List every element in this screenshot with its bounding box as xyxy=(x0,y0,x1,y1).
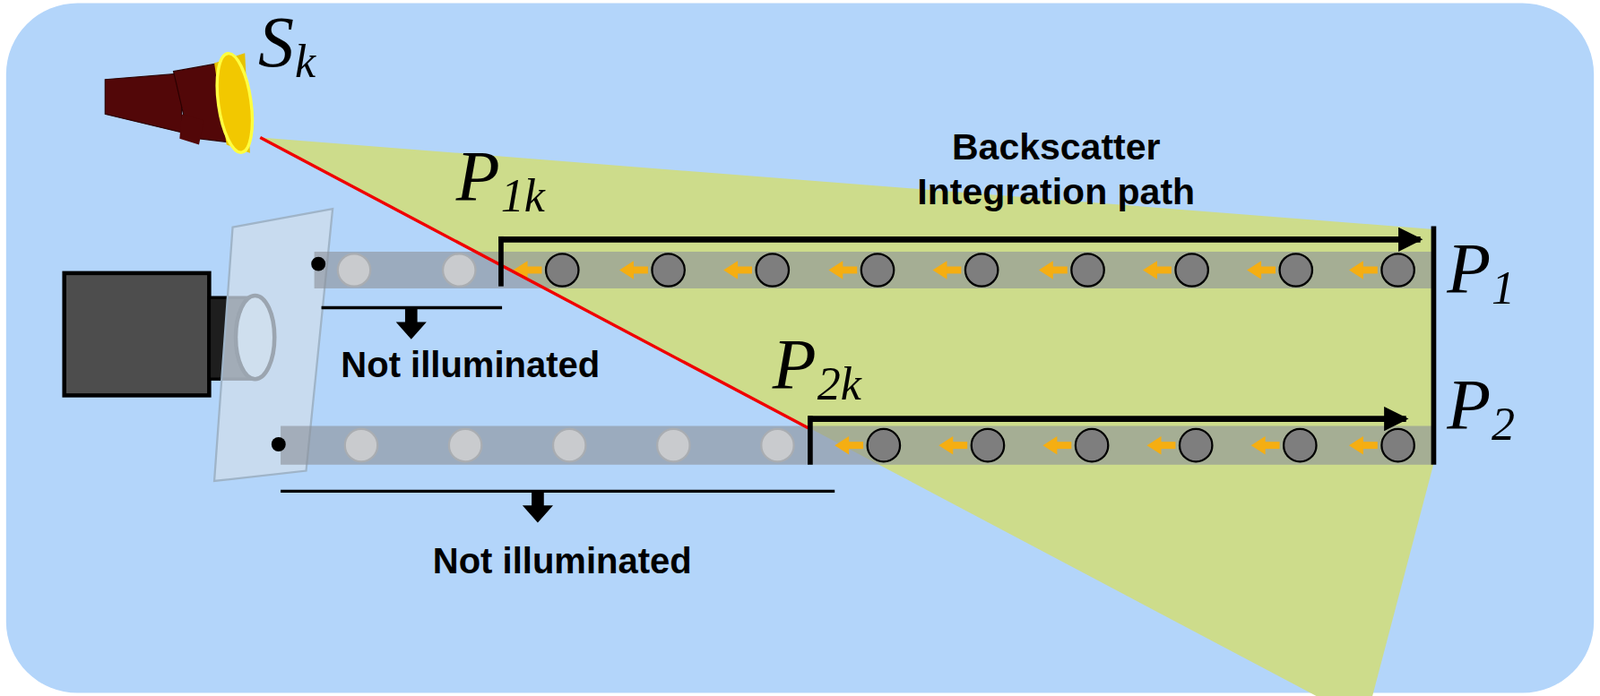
path-title: Backscatter Integration path xyxy=(863,124,1249,215)
backscatter-arrowhead xyxy=(938,436,953,455)
backscatter-arrowhead xyxy=(1038,260,1054,279)
point-label: P xyxy=(1446,369,1491,442)
backscatter-arrowhead xyxy=(1246,260,1262,279)
source-label: S xyxy=(258,6,295,78)
particle xyxy=(657,429,690,462)
shadow-boundary xyxy=(259,138,808,429)
shape-line xyxy=(807,415,813,466)
shape-ellipse xyxy=(211,51,259,155)
backscatter-arrowhead xyxy=(1042,436,1057,455)
rays xyxy=(271,251,1432,466)
particle xyxy=(761,429,794,462)
particle xyxy=(449,429,482,462)
particle xyxy=(345,429,378,462)
point-label-subscript: 2k xyxy=(817,361,862,408)
shape-polygon xyxy=(396,308,427,340)
backscatter-arrowhead xyxy=(1142,260,1158,279)
backscatter-arrowhead xyxy=(828,260,843,279)
particle xyxy=(1179,429,1212,462)
shape-polygon xyxy=(179,113,204,145)
source-label-subscript: k xyxy=(294,38,316,86)
shape-line xyxy=(1431,226,1437,466)
point-label: P xyxy=(1446,233,1491,305)
particle xyxy=(1280,253,1313,286)
shape-rect xyxy=(314,251,1433,289)
shape-rect xyxy=(280,426,1432,466)
shape-line xyxy=(498,236,504,287)
backscatter-arrowhead xyxy=(619,260,634,279)
particle xyxy=(553,429,586,462)
region-note: Not illuminated xyxy=(340,346,600,383)
particle xyxy=(651,253,684,286)
point-label: P xyxy=(456,140,501,213)
particle xyxy=(861,253,894,286)
point-label: P xyxy=(772,328,817,401)
backscatter-arrowhead xyxy=(1349,260,1364,279)
particle xyxy=(1381,429,1414,462)
shape-polygon xyxy=(104,73,182,133)
particle xyxy=(1381,253,1414,286)
particle xyxy=(337,253,371,286)
particle xyxy=(545,253,579,286)
particle xyxy=(867,429,900,462)
integration-paths xyxy=(499,226,1435,466)
backscatter-arrowhead xyxy=(1349,436,1364,455)
unlit-brackets xyxy=(280,308,835,524)
shape-line xyxy=(499,236,1421,243)
backscatter-arrowhead xyxy=(834,436,849,455)
backscatter-arrowhead xyxy=(723,260,738,279)
shape-line xyxy=(280,490,835,493)
region-note: Not illuminated xyxy=(432,543,692,580)
particle xyxy=(756,253,789,286)
particle xyxy=(1283,429,1316,462)
light-source xyxy=(104,51,258,155)
particle xyxy=(1075,429,1108,462)
particle xyxy=(965,253,998,286)
particle xyxy=(1071,253,1104,286)
point-label-subscript: 2 xyxy=(1491,401,1515,449)
shape-line xyxy=(808,415,1407,423)
backscatter-arrowhead xyxy=(1147,436,1162,455)
particle xyxy=(442,253,476,286)
point-label-subscript: 1 xyxy=(1491,265,1515,312)
backscatter-arrowhead xyxy=(932,260,947,279)
shape-polygon xyxy=(522,491,554,523)
particle xyxy=(971,429,1004,462)
point-label-subscript: 1k xyxy=(501,172,545,220)
shape-circle xyxy=(311,257,326,272)
particle xyxy=(1175,253,1208,286)
shape-circle xyxy=(271,437,286,452)
light-beam xyxy=(259,138,1434,696)
shape-rect xyxy=(64,273,210,397)
backscatter-arrowhead xyxy=(1251,436,1266,455)
